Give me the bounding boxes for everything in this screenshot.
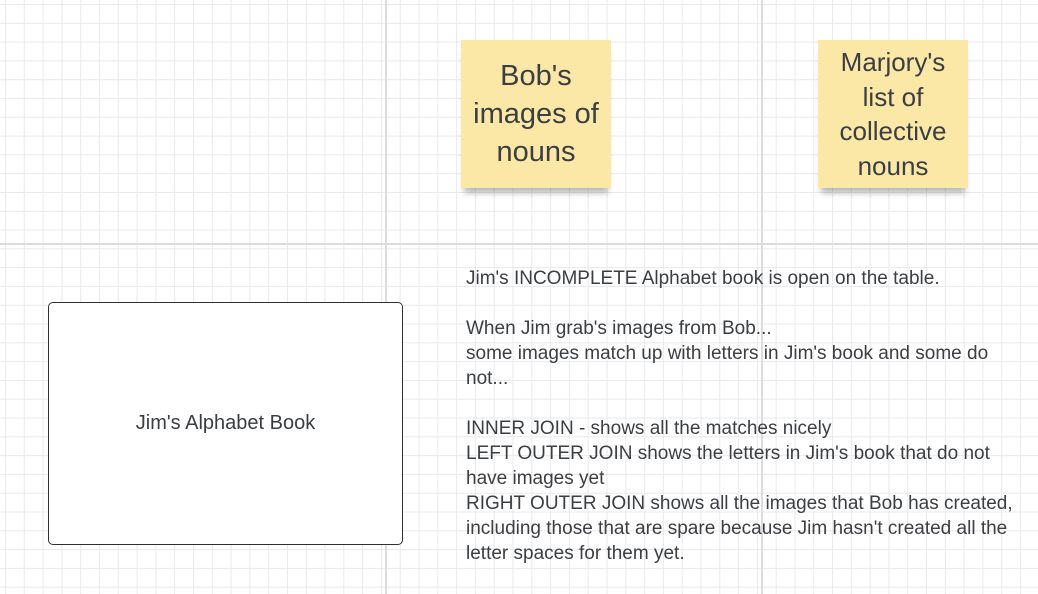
notes-left-outer-join: LEFT OUTER JOIN shows the letters in Jim… — [466, 443, 990, 489]
join-explanation-text[interactable]: Jim's INCOMPLETE Alphabet book is open o… — [466, 266, 1026, 566]
sticky-note-text: Bob's images of nouns — [473, 60, 599, 168]
sticky-note-bob-images[interactable]: Bob's images of nouns — [461, 40, 611, 188]
alphabet-book-label: Jim's Alphabet Book — [135, 412, 316, 434]
notes-grab-line: When Jim grab's images from Bob... — [466, 318, 772, 339]
sticky-note-marjory-list[interactable]: Marjory's list of collective nouns — [818, 40, 968, 188]
notes-right-outer-join: RIGHT OUTER JOIN shows all the images th… — [466, 493, 1013, 564]
notes-match-line: some images match up with letters in Jim… — [466, 343, 989, 389]
notes-spacer — [466, 291, 1026, 316]
grid-divider-vertical — [761, 0, 763, 594]
notes-intro: Jim's INCOMPLETE Alphabet book is open o… — [466, 268, 940, 289]
notes-inner-join: INNER JOIN - shows all the matches nicel… — [466, 418, 832, 439]
grid-divider-vertical — [385, 0, 387, 594]
grid-divider-horizontal — [0, 243, 1038, 245]
sticky-note-text: Marjory's list of collective nouns — [839, 47, 947, 181]
alphabet-book-shape[interactable]: Jim's Alphabet Book — [48, 302, 403, 545]
notes-spacer — [466, 391, 1026, 416]
